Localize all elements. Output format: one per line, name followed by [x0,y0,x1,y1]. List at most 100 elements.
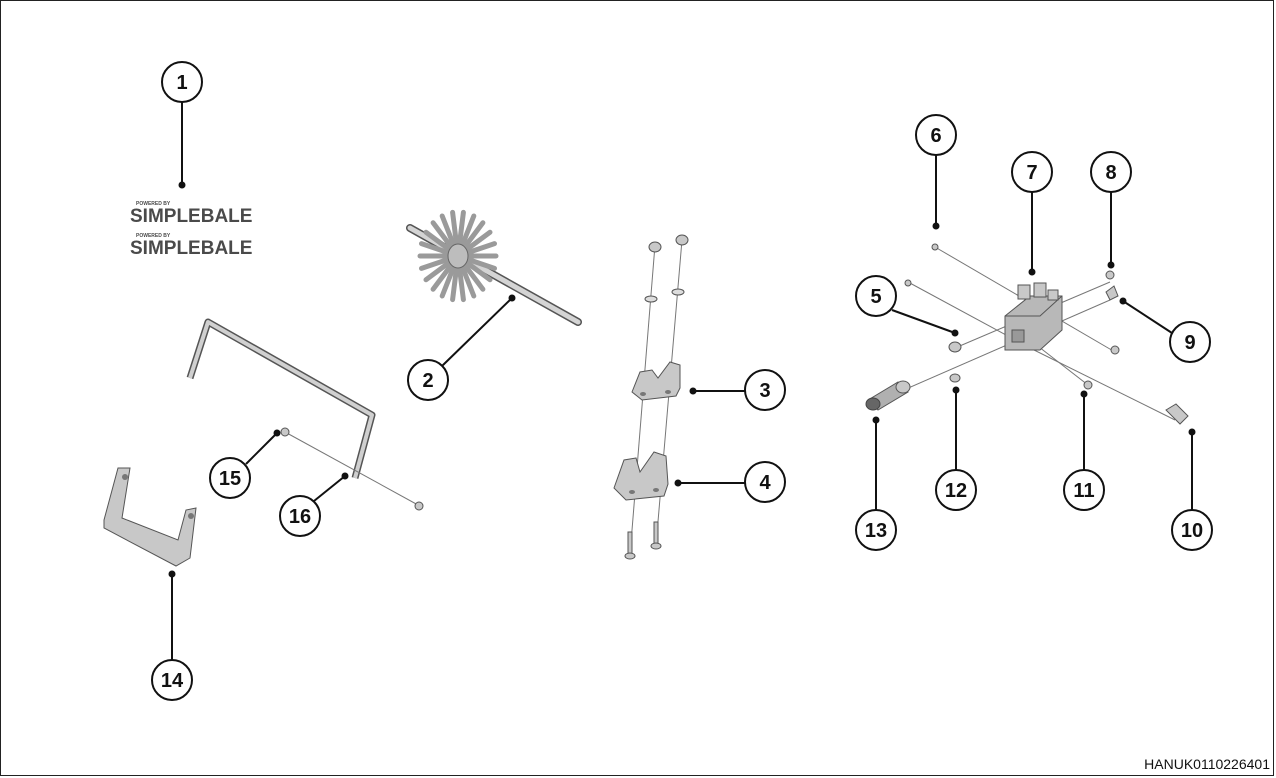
bracket-upper [631,361,681,401]
star-wheel [417,209,499,303]
bolt-left [624,531,636,560]
callout-circle [1011,151,1053,193]
callout-5: 5 [855,275,959,337]
callout-number: 13 [865,520,887,542]
logo-small-text: POWERED BY [136,201,171,207]
callout-dot [508,294,516,302]
callout-2: 2 [407,294,516,401]
callout-dot [168,570,176,578]
nut-left [648,241,662,253]
callout-number: 6 [930,125,941,147]
callout-8: 8 [1090,151,1132,269]
callout-number: 15 [219,468,241,490]
callout-circle [744,461,786,503]
logo-decals: POWERED BY SIMPLEBALE POWERED BY SIMPLEB… [130,201,252,259]
callout-circle [209,457,251,499]
callout-number: 5 [870,286,881,308]
callout-circle [1171,509,1213,551]
callout-number: 16 [289,506,311,528]
callout-circle [161,61,203,103]
fitting-left [948,341,962,353]
plug-top [1105,270,1115,280]
logo-brand-text: SIMPLEBALE [130,238,252,259]
callout-number: 11 [1073,480,1094,502]
callout-14: 14 [151,570,193,701]
callout-number: 12 [945,480,967,502]
callout-leader-line [313,475,346,502]
callout-6: 6 [915,114,957,230]
callout-9: 9 [1119,297,1211,363]
callout-number: 2 [422,370,433,392]
callout-dot [872,416,880,424]
callout-dot [273,429,281,437]
callout-circle [1169,321,1211,363]
callout-dot [674,479,682,487]
callout-circle [1090,151,1132,193]
callout-circle [855,509,897,551]
callout-leader-line [1122,300,1173,334]
callout-dot [178,181,186,189]
bolt-right [650,521,662,550]
callout-dot [689,387,697,395]
rod-frame [186,318,424,511]
callout-dot [1107,261,1115,269]
callout-11: 11 [1063,390,1105,511]
callout-circle [915,114,957,156]
bolt-small [414,501,424,511]
callout-12: 12 [935,386,977,511]
u-bracket [103,467,197,567]
callout-number: 3 [759,380,770,402]
callout-number: 14 [161,670,184,692]
callout-circle [151,659,193,701]
logo-decal-bottom: POWERED BY SIMPLEBALE [130,233,252,259]
callout-dot [1119,297,1127,305]
callout-circle [279,495,321,537]
callout-number: 10 [1181,520,1203,542]
callout-16: 16 [279,472,349,537]
callout-number: 1 [176,72,187,94]
callout-number: 8 [1105,162,1116,184]
fitting-small [949,373,961,383]
callout-circle [855,275,897,317]
valve-block [1004,282,1063,351]
callout-leader-line [891,309,956,334]
callout-4: 4 [674,461,786,503]
plug-right [1110,345,1120,355]
callout-circle [744,369,786,411]
callout-circle [407,359,449,401]
callout-13: 13 [855,416,897,551]
nut-small [280,427,290,437]
callout-dot [1080,390,1088,398]
callout-dot [341,472,349,480]
washer-right [671,288,685,296]
callout-number: 9 [1184,332,1195,354]
callout-dot [951,329,959,337]
star-wheel-shaft [406,209,582,326]
plug-lower [1083,380,1093,390]
callout-dot [932,222,940,230]
star-wheel-hub [447,243,469,269]
callout-circle [1063,469,1105,511]
callout-dot [1028,268,1036,276]
callout-dot [1188,428,1196,436]
logo-decal-top: POWERED BY SIMPLEBALE [130,201,252,227]
callout-leader-line [245,432,278,465]
bracket-lower [613,451,669,501]
callout-15: 15 [209,429,281,499]
callout-3: 3 [689,369,786,411]
logo-small-text: POWERED BY [136,233,171,239]
nut-right [675,234,689,246]
drawing-code: HANUK0110226401 [1144,756,1270,772]
elbow-fitting [1105,285,1119,301]
callout-1: 1 [161,61,203,189]
connector [1165,403,1189,425]
callout-number: 4 [759,472,771,494]
callout-7: 7 [1011,151,1053,276]
callout-dot [952,386,960,394]
bracket-assembly [613,234,689,560]
long-bolt [904,243,939,287]
washer-left [644,295,658,303]
